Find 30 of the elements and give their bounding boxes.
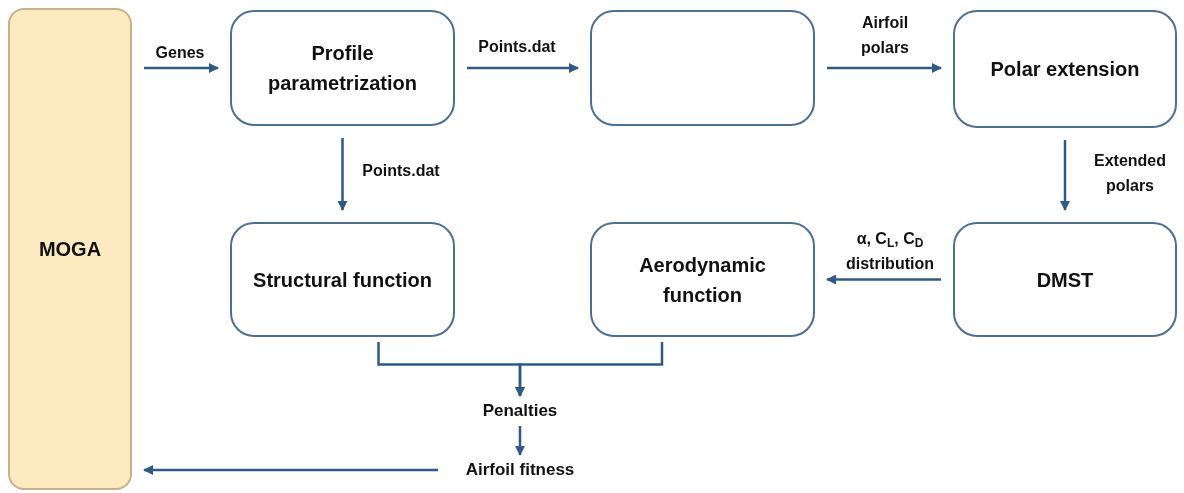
node-label: DMST [1035,267,1095,293]
node-label: Aerodynamic function [638,252,767,308]
edge-label: α, C$_{L}$, C$_{D}$ distribution [845,229,935,274]
edge-label: Points.dat [477,37,557,57]
edge-label: Points.dat [361,161,441,181]
process-box [953,222,1177,337]
arrow [467,63,579,73]
arrow [337,138,348,211]
node-label: Airfoil fitness [464,459,576,481]
arrow [826,274,941,285]
arrow [515,342,664,397]
process-box [590,222,815,337]
node-label: Structural function [252,267,433,293]
arrow [515,426,525,456]
process-box [230,10,455,126]
process-box [953,10,1177,128]
arrow [1060,140,1070,211]
process-block [8,8,132,490]
node-label: Profile parametrization [267,41,418,96]
process-box [230,222,455,337]
arrow [143,465,438,475]
node-label: Polar extension [989,57,1141,82]
process-box [590,10,815,126]
node-label: Penalties [481,400,559,422]
edge-label: Genes [154,43,206,63]
arrow [827,63,942,73]
edge-label: Airfoil polars [860,13,910,58]
edge-label: Extended polars [1093,151,1167,196]
arrow [144,63,219,73]
node-label: MOGA [37,237,103,262]
